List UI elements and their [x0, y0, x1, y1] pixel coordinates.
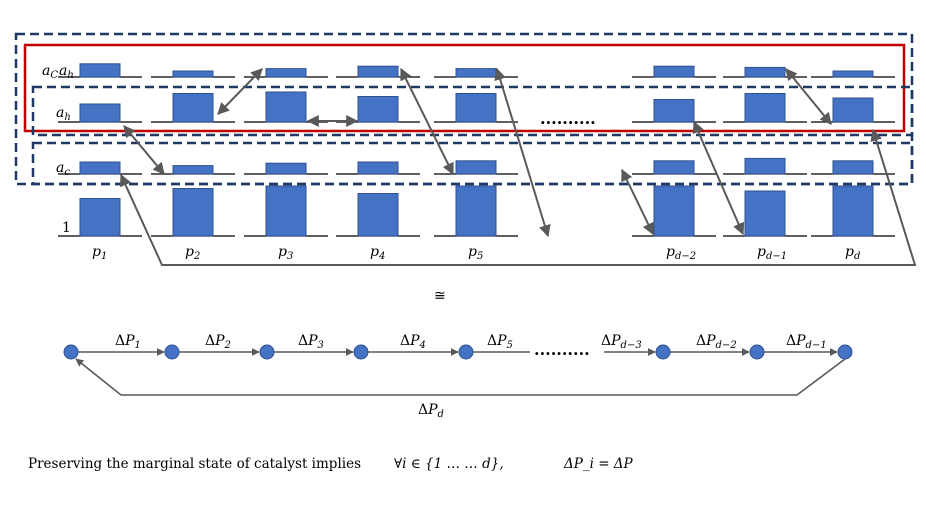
bar-row_one-4: [357, 193, 399, 237]
bar-row_acah-6: [653, 65, 695, 78]
bar-row_one-3: [265, 185, 307, 237]
arrow-p2-p3: [217, 68, 263, 115]
bar-row_ac-3: [265, 162, 307, 175]
column-label-3: p3: [278, 244, 293, 262]
congruent-symbol: ≅: [434, 288, 446, 304]
arrow-wrap-pd-p1: [120, 128, 917, 266]
bar-row_ah-1: [79, 103, 121, 123]
column-label-8: pd: [845, 244, 860, 262]
arrow-p5-gap: [494, 67, 551, 238]
bar-row_one-8: [832, 185, 874, 237]
bar-row_ah-3: [265, 91, 307, 123]
row-label-one: 1: [62, 220, 71, 236]
arrow-pd1-pd: [785, 68, 832, 125]
bar-row_ac-1: [79, 161, 121, 175]
bar-row_acah-8: [832, 70, 874, 78]
cycle-node-2: [164, 344, 180, 360]
ellipsis-top: ..........: [540, 109, 596, 128]
row-label-acah: aCah: [42, 63, 74, 81]
arrow-pd1-pd2: [692, 120, 745, 236]
cycle-node-6: [655, 344, 671, 360]
bar-row_acah-7: [744, 66, 786, 78]
bar-row_ah-4: [357, 96, 399, 123]
bar-row_ah-5: [455, 93, 497, 123]
caption-equation: ΔP_i = ΔP: [564, 456, 633, 472]
bar-row_one-1: [79, 198, 121, 237]
cycle-node-1: [63, 344, 79, 360]
bar-row_ac-4: [357, 161, 399, 175]
caption-forall: ∀i ∈ {1 … … d},: [394, 456, 504, 472]
permutation-arrows: [120, 67, 917, 266]
bar-row_ac-5: [455, 160, 497, 175]
cycle-return-label: ΔPd: [418, 402, 444, 420]
bar-row_one-6: [653, 185, 695, 237]
bar-grid: [58, 63, 895, 237]
cycle-node-8: [837, 344, 853, 360]
cycle-edge-label-6: ΔPd−3: [601, 333, 642, 351]
column-label-6: pd−2: [666, 244, 696, 262]
bar-row_acah-1: [79, 63, 121, 78]
cycle-edge-label-7: ΔPd−2: [696, 333, 737, 351]
column-label-5: p5: [468, 244, 483, 262]
bar-row_acah-3: [265, 68, 307, 78]
bar-row_ah-2: [172, 93, 214, 123]
cycle-edge-label-4: ΔP4: [400, 333, 426, 351]
cycle-return-edge: [75, 358, 846, 396]
ellipsis-bottom: ..........: [534, 340, 590, 359]
cycle-node-7: [749, 344, 765, 360]
bar-row_ah-6: [653, 99, 695, 123]
cycle-node-5: [458, 344, 474, 360]
bar-row_acah-4: [357, 65, 399, 78]
bar-row_ac-6: [653, 160, 695, 175]
arrow-p1-p2: [123, 125, 165, 175]
bar-row_one-5: [455, 185, 497, 237]
bar-row_ah-7: [744, 93, 786, 123]
cycle-edge-label-8: ΔPd−1: [786, 333, 827, 351]
column-label-2: p2: [185, 244, 200, 262]
cycle-node-3: [259, 344, 275, 360]
column-label-1: p1: [92, 244, 107, 262]
cycle-node-4: [353, 344, 369, 360]
bar-row_ac-8: [832, 160, 874, 175]
bar-row_ac-2: [172, 165, 214, 175]
row-label-ac: ac: [56, 160, 70, 178]
bar-row_ac-7: [744, 157, 786, 175]
bar-row_one-2: [172, 188, 214, 237]
cycle-edge-label-1: ΔP1: [115, 333, 141, 351]
caption-text: Preserving the marginal state of catalys…: [28, 456, 361, 472]
column-labels: p1 p2 p3 p4 p5 pd−2 pd−1 pd: [92, 244, 860, 262]
row-label-ah: ah: [56, 105, 71, 123]
caption-row: Preserving the marginal state of catalys…: [28, 456, 908, 478]
cycle-edge-label-2: ΔP2: [205, 333, 231, 351]
column-label-7: pd−1: [757, 244, 787, 262]
bar-row_one-7: [744, 190, 786, 237]
cycle-edge-label-3: ΔP3: [298, 333, 324, 351]
cycle-edge-label-5: ΔP5: [487, 333, 513, 351]
bar-row_acah-5: [455, 68, 497, 78]
column-label-4: p4: [370, 244, 385, 262]
bar-row_acah-2: [172, 70, 214, 78]
arrow-pd2-gap: [621, 168, 654, 236]
bar-row_ah-8: [832, 97, 874, 123]
